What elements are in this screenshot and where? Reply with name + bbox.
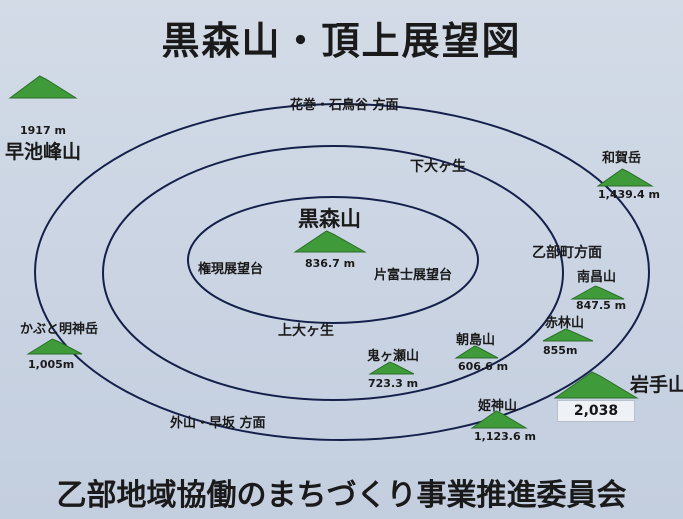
- mountain-icon: [8, 75, 78, 99]
- mountain-name: かぶと明神岳: [20, 322, 99, 337]
- mountain-icon: [553, 371, 639, 399]
- place-gongen: 権現展望台: [198, 262, 264, 277]
- middle-ring: [102, 145, 564, 401]
- place-kami: 上大ヶ生: [278, 323, 334, 339]
- outer-ring: [34, 103, 650, 441]
- inner-ring: [187, 196, 479, 324]
- mountain-name: 岩手山: [630, 374, 683, 396]
- mountain-elevation: 723.3 m: [368, 377, 419, 390]
- mountain-elevation: 847.5 m: [576, 299, 627, 312]
- mountain-elevation: 1,123.6 m: [474, 430, 536, 443]
- place-shimo: 下大ヶ生: [410, 159, 466, 175]
- mountain-elevation: 855m: [543, 344, 578, 357]
- mountain-icon: [454, 345, 499, 359]
- place-katafuji: 片富士展望台: [374, 268, 453, 283]
- direction-east: 乙部町方面: [532, 245, 602, 261]
- mountain-icon: [596, 168, 654, 187]
- page-title: 黒森山・頂上展望図: [161, 19, 522, 63]
- mountain-name: 早池峰山: [5, 141, 82, 163]
- mountain-name: 赤林山: [545, 316, 585, 331]
- mountain-elevation: 1917 m: [20, 124, 66, 137]
- mountain-icon: [570, 285, 625, 300]
- mountain-name: 南昌山: [577, 270, 617, 285]
- summit-elevation: 836.7 m: [305, 257, 356, 270]
- summit-name: 黒森山: [298, 207, 361, 231]
- mountain-icon: [542, 328, 594, 342]
- mountain-elevation: 1,005m: [28, 358, 75, 371]
- footer-org: 乙部地域協働のまちづくり事業推進委員会: [56, 478, 627, 513]
- mountain-name: 和賀岳: [602, 151, 642, 166]
- mountain-icon: [293, 230, 367, 253]
- mountain-elevation: 2,038: [557, 400, 635, 422]
- direction-south: 外山・早坂 方面: [170, 416, 266, 431]
- mountain-icon: [368, 361, 415, 375]
- direction-north: 花巻・石鳥谷 方面: [290, 98, 399, 113]
- mountain-name: 姫神山: [478, 399, 518, 414]
- mountain-name: 朝島山: [456, 333, 496, 348]
- mountain-icon: [470, 410, 528, 429]
- mountain-icon: [26, 338, 83, 355]
- mountain-elevation: 606.6 m: [458, 360, 509, 373]
- mountain-name: 鬼ヶ瀬山: [367, 349, 420, 364]
- mountain-elevation: 1,439.4 m: [598, 188, 660, 201]
